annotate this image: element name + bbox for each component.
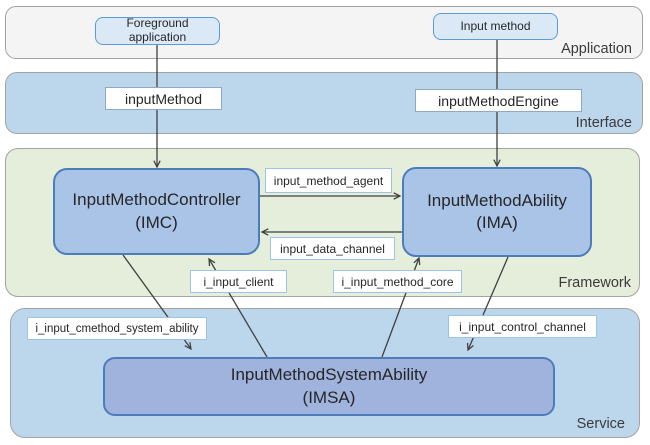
- input-method-agent-label: input_method_agent: [273, 173, 384, 188]
- imc-name: InputMethodController: [72, 190, 241, 210]
- input-data-channel-label-box: input_data_channel: [270, 237, 395, 260]
- input-data-channel-label: input_data_channel: [280, 241, 385, 256]
- input-method-app-node: Input method: [433, 13, 558, 40]
- input-method-interface-node: inputMethod: [105, 87, 222, 110]
- framework-layer-label: Framework: [558, 275, 631, 291]
- ima-node: InputMethodAbility (IMA): [402, 167, 592, 257]
- i-input-client-label-box: i_input_client: [190, 270, 287, 293]
- imc-acronym: (IMC): [135, 212, 178, 232]
- input-method-app-label: Input method: [460, 18, 531, 33]
- service-layer-label: Service: [576, 416, 625, 432]
- i-input-cmethod-system-ability-label: i_input_cmethod_system_ability: [35, 322, 199, 335]
- i-input-cmethod-system-ability-label-box: i_input_cmethod_system_ability: [27, 317, 207, 340]
- ima-acronym: (IMA): [476, 213, 518, 232]
- foreground-application-label-line2: application: [128, 30, 187, 44]
- imsa-node: InputMethodSystemAbility (IMSA): [103, 357, 555, 416]
- input-method-agent-label-box: input_method_agent: [265, 168, 392, 193]
- foreground-application-label-line1: Foreground: [126, 16, 189, 31]
- i-input-method-core-label: i_input_method_core: [341, 274, 454, 289]
- interface-layer-label: Interface: [575, 115, 632, 131]
- imc-node: InputMethodController (IMC): [53, 168, 260, 255]
- input-method-engine-interface-label: inputMethodEngine: [438, 92, 559, 109]
- i-input-control-channel-label: i_input_control_channel: [459, 319, 586, 334]
- ima-name: InputMethodAbility: [427, 190, 567, 210]
- i-input-client-label: i_input_client: [203, 274, 274, 289]
- input-method-engine-interface-node: inputMethodEngine: [415, 89, 582, 112]
- input-method-interface-label: inputMethod: [124, 90, 203, 107]
- foreground-application-node: Foreground application: [95, 16, 220, 45]
- application-layer-label: Application: [561, 41, 632, 57]
- i-input-control-channel-label-box: i_input_control_channel: [448, 315, 597, 338]
- i-input-method-core-label-box: i_input_method_core: [333, 270, 462, 293]
- imsa-acronym: (IMSA): [302, 387, 356, 407]
- imsa-name: InputMethodSystemAbility: [230, 365, 428, 385]
